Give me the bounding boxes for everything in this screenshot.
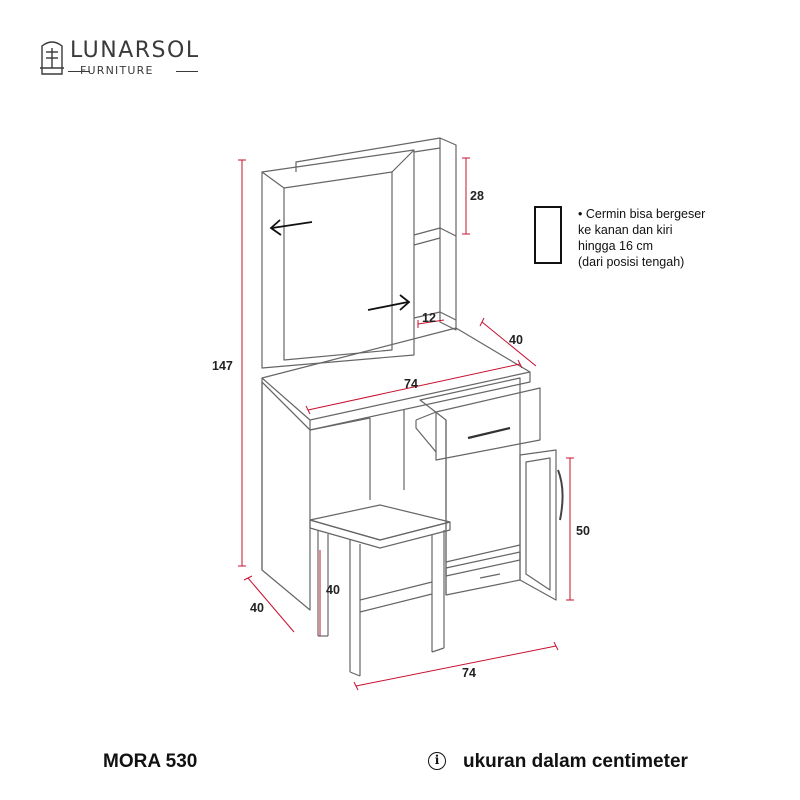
brand-divider-left: [68, 71, 90, 72]
dim-cabinet-height: 50: [576, 524, 590, 538]
stool-seat: [309, 504, 451, 541]
info-icon: i: [428, 752, 446, 770]
mirror-glass: [283, 171, 393, 361]
note-line: (dari posisi tengah): [578, 255, 685, 269]
note-line: hingga 16 cm: [578, 239, 654, 253]
mirror-frame: [261, 149, 415, 369]
note-line: • Cermin bisa bergeser: [578, 207, 706, 221]
mirror-note: • Cermin bisa bergeser ke kanan dan kiri…: [578, 206, 705, 270]
cabinet-door: [519, 449, 557, 601]
furniture-outline: [261, 137, 564, 677]
dimension-lines: [238, 157, 574, 691]
chair-emblem-icon: [40, 41, 64, 75]
lunarsol-logo: [40, 41, 64, 75]
dim-stool-height: 40: [326, 583, 340, 597]
dim-total-height: 147: [212, 359, 233, 373]
dim-shelf-height: 28: [470, 189, 484, 203]
dim-base-depth: 40: [250, 601, 264, 615]
hutch-shelf-unit: [295, 137, 457, 331]
note-line: ke kanan dan kiri: [578, 223, 673, 237]
drawer-front: [435, 387, 541, 461]
dim-table-width: 74: [404, 377, 418, 391]
dim-shelf-depth: 12: [422, 311, 436, 325]
cabinet-bottom-shelf: [445, 551, 521, 577]
mirror-slide-arrows: [269, 219, 411, 311]
left-side-panel: [261, 381, 311, 611]
brand-tagline: FURNITURE: [80, 64, 154, 77]
dim-table-depth: 40: [509, 333, 523, 347]
dim-base-width: 74: [462, 666, 476, 680]
units-note: ukuran dalam centimeter: [463, 751, 688, 772]
brand-name: LUNARSOL: [70, 38, 200, 63]
brand-divider-right: [176, 71, 198, 72]
table-top: [261, 327, 531, 431]
dimension-labels: 147 28 12 40 74 50 40 40 74: [212, 189, 590, 680]
model-name: MORA 530: [103, 751, 198, 772]
mirror-note-icon: [534, 206, 562, 264]
cabinet-body: [419, 377, 521, 596]
